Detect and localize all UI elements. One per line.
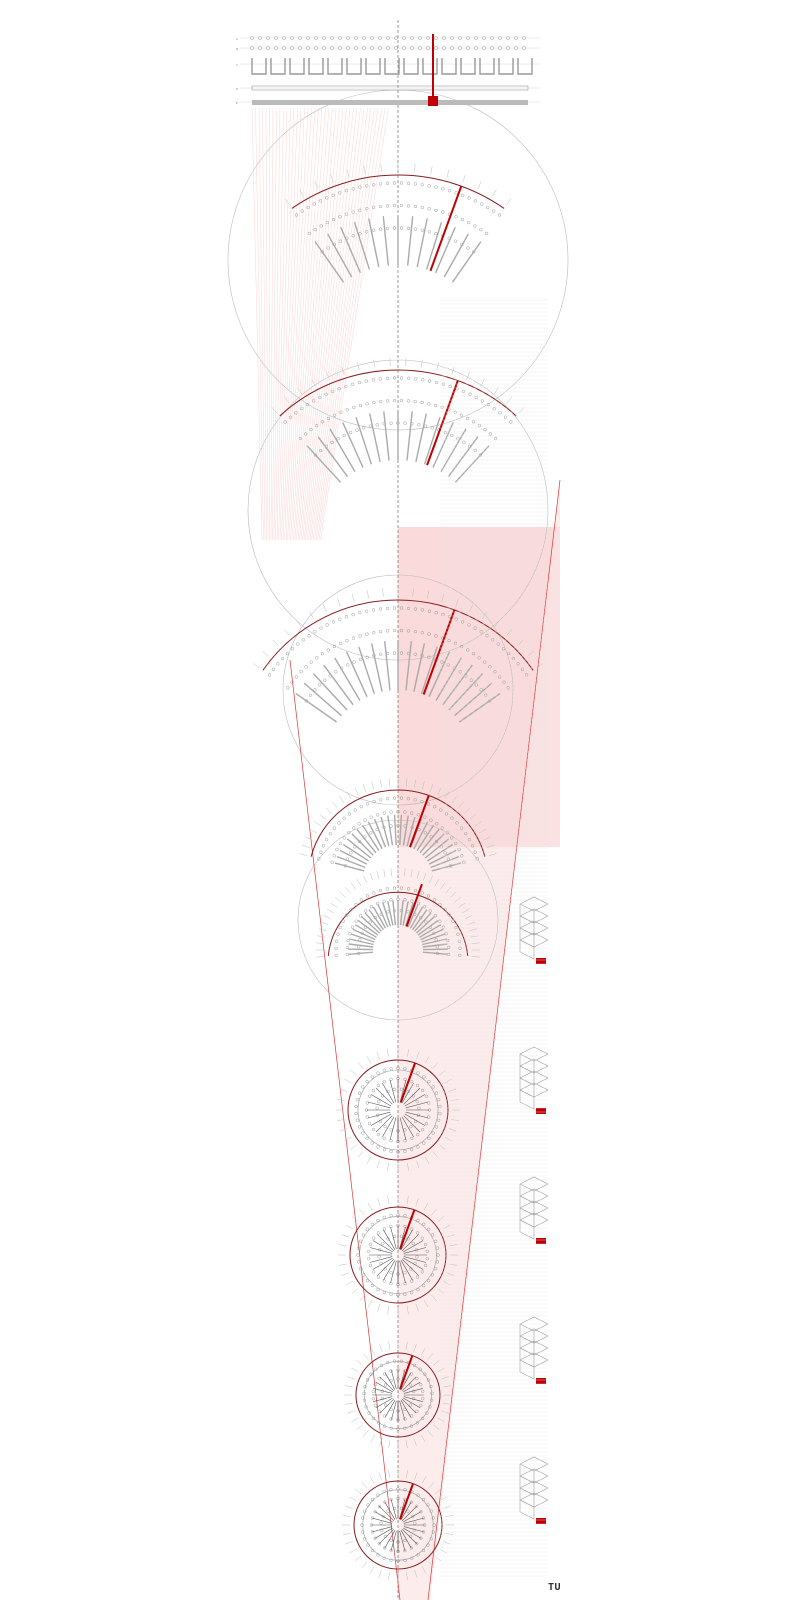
grid-row-letter: C (236, 63, 238, 67)
isometric-block (519, 1316, 549, 1384)
fan-drawing (316, 868, 480, 958)
fan-drawing (338, 1195, 458, 1315)
top-plan-grid: A B C D E (236, 34, 540, 541)
grid-row-letter: E (236, 101, 238, 105)
fan-drawing (336, 1048, 460, 1172)
fan-drawing (271, 358, 525, 483)
fan-drawing (299, 778, 497, 872)
hatch-lines (440, 299, 548, 1577)
fan-drawing (344, 1341, 452, 1449)
fan-drawing (342, 1469, 454, 1581)
fan-drawing (284, 163, 512, 283)
grid-row-letter: D (236, 87, 239, 91)
isometric-block (519, 1456, 549, 1524)
grid-row-letter: A (236, 37, 239, 41)
corner-label: TU (548, 1582, 562, 1593)
fan-sequence (252, 163, 544, 1581)
isometric-sketches (519, 896, 549, 1524)
isometric-block (519, 1176, 549, 1244)
isometric-block (519, 896, 549, 964)
grid-row-letter: B (236, 47, 238, 51)
